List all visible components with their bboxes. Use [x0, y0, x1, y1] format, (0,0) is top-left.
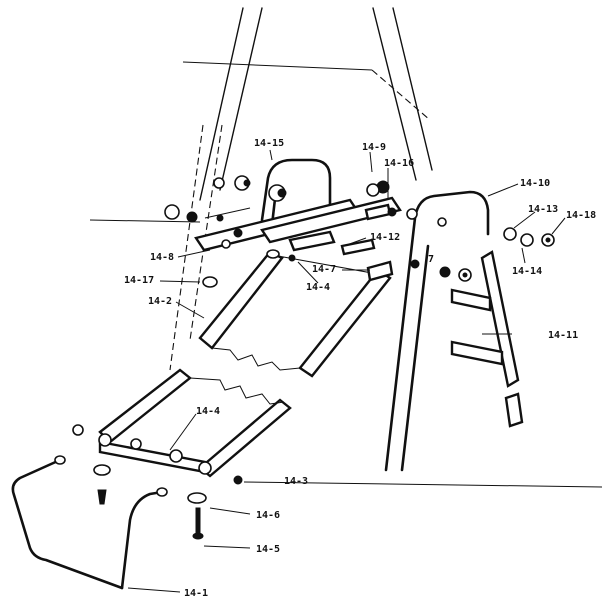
ladder-14-10: [384, 190, 490, 472]
label-14-4-top: 14-4: [306, 282, 330, 293]
label-14-16: 14-16: [384, 158, 414, 169]
part-labels: 14-15 14-9 14-16 14-10 14-13 14-18 14-12…: [124, 138, 596, 599]
base-stand-14-1: [11, 455, 168, 590]
label-14-7: 14-7: [312, 264, 336, 275]
swing-frame-legs: [89, 7, 433, 371]
label-14-2: 14-2: [148, 296, 172, 307]
label-14-18: 14-18: [566, 210, 596, 221]
label-14-14: 14-14: [512, 266, 542, 277]
slide-bed-14-2: [198, 249, 392, 378]
slide-lower-section: [72, 368, 292, 478]
leader-lines: [127, 149, 603, 593]
label-14-11: 14-11: [548, 330, 578, 341]
feet-hardware: [93, 464, 243, 540]
label-14-12: 14-12: [370, 232, 400, 243]
ladder-14-11: [450, 250, 524, 428]
label-14-15: 14-15: [254, 138, 284, 149]
label-14-6: 14-6: [256, 510, 280, 521]
label-14-13: 14-13: [528, 204, 558, 215]
label-14-3: 14-3: [284, 476, 308, 487]
label-14-8: 14-8: [150, 252, 174, 263]
label-14-10: 14-10: [520, 178, 550, 189]
label-14-5: 14-5: [256, 544, 280, 555]
label-7: 7: [428, 254, 434, 265]
label-14-9: 14-9: [362, 142, 386, 153]
label-14-1: 14-1: [184, 588, 208, 599]
right-hardware: [202, 180, 555, 288]
label-14-17: 14-17: [124, 275, 154, 286]
label-14-4-bottom: 14-4: [196, 406, 220, 417]
